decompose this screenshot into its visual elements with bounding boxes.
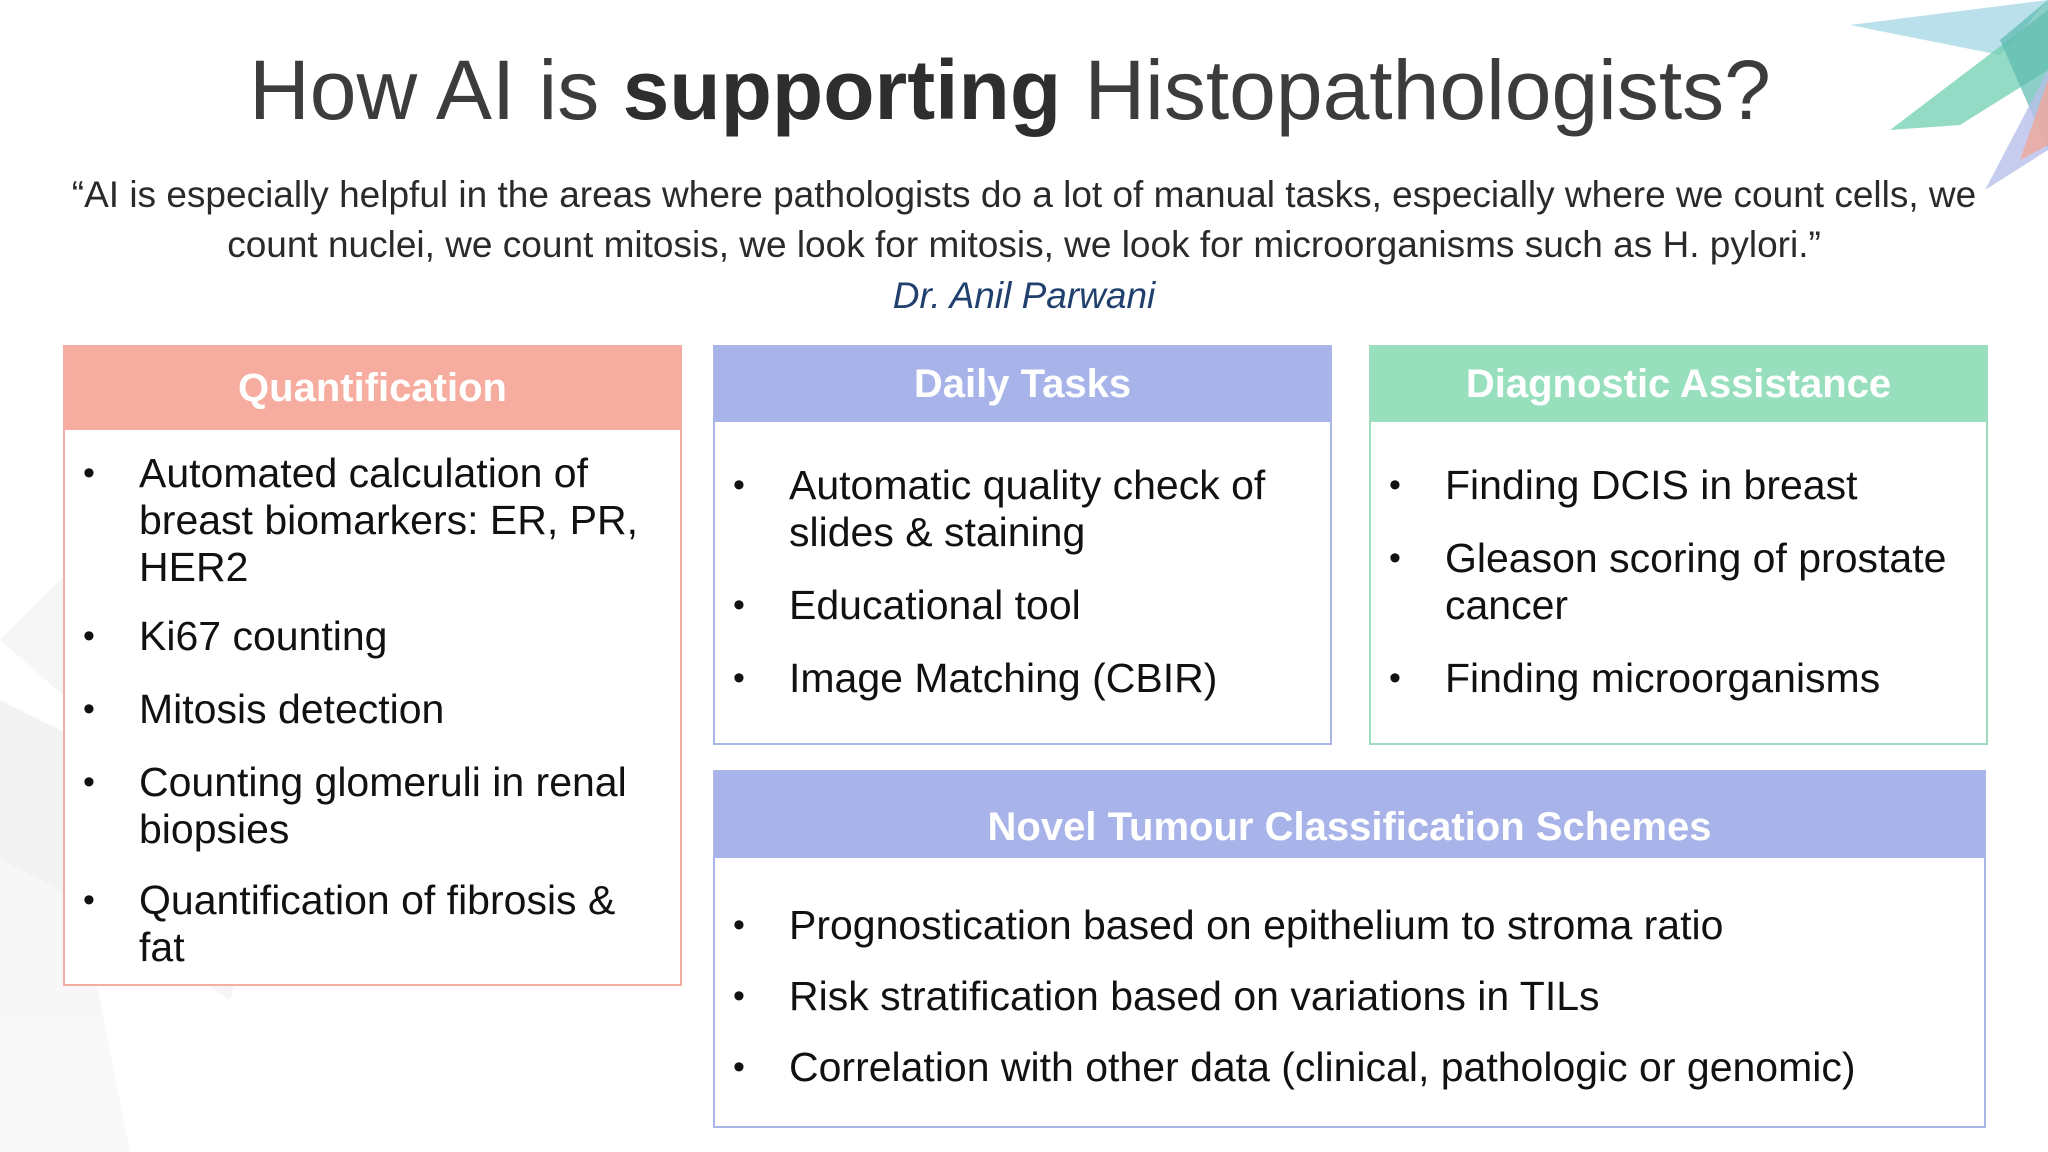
list-item: •Counting glomeruli in renal biopsies bbox=[83, 759, 627, 852]
quantification-box: Quantification •Automated calculation of… bbox=[63, 345, 682, 986]
novel-classification-heading: Novel Tumour Classification Schemes bbox=[715, 772, 1984, 858]
diagnostic-assistance-heading: Diagnostic Assistance bbox=[1371, 347, 1986, 422]
bullet-icon: • bbox=[733, 586, 745, 624]
novel-classification-list: •Prognostication based on epithelium to … bbox=[733, 902, 1949, 1091]
list-item: •Correlation with other data (clinical, … bbox=[733, 1044, 1856, 1090]
slide-title: How AI is supporting Histopathologists? bbox=[249, 43, 1771, 137]
list-item: •Automated calculation of breast biomark… bbox=[83, 450, 638, 590]
bullet-icon: • bbox=[1389, 659, 1401, 697]
bullet-icon: • bbox=[83, 617, 95, 655]
bullet-icon: • bbox=[733, 977, 745, 1015]
list-item: •Quantification of fibrosis & fat bbox=[83, 877, 616, 970]
bullet-icon: • bbox=[83, 763, 95, 801]
daily-tasks-heading: Daily Tasks bbox=[715, 347, 1330, 422]
novel-classification-box: Novel Tumour Classification Schemes •Pro… bbox=[713, 770, 1986, 1128]
bullet-icon: • bbox=[1389, 466, 1401, 504]
list-item: •Prognostication based on epithelium to … bbox=[733, 902, 1724, 948]
bullet-icon: • bbox=[83, 454, 95, 492]
bullet-icon: • bbox=[1389, 539, 1401, 577]
bullet-icon: • bbox=[733, 906, 745, 944]
list-item: •Automatic quality check of slides & sta… bbox=[733, 462, 1266, 555]
quantification-heading: Quantification bbox=[65, 347, 680, 430]
bullet-icon: • bbox=[733, 659, 745, 697]
list-item: •Image Matching (CBIR) bbox=[733, 655, 1218, 701]
list-item: •Educational tool bbox=[733, 582, 1081, 628]
quantification-list: •Automated calculation of breast biomark… bbox=[83, 450, 659, 971]
bullet-icon: • bbox=[83, 690, 95, 728]
list-item: •Ki67 counting bbox=[83, 613, 388, 659]
bullet-icon: • bbox=[83, 881, 95, 919]
diagnostic-assistance-box: Diagnostic Assistance •Finding DCIS in b… bbox=[1369, 345, 1988, 745]
list-item: •Finding DCIS in breast bbox=[1389, 462, 1858, 508]
daily-tasks-box: Daily Tasks •Automatic quality check of … bbox=[713, 345, 1332, 745]
list-item: •Mitosis detection bbox=[83, 686, 445, 732]
daily-tasks-list: •Automatic quality check of slides & sta… bbox=[733, 462, 1309, 702]
diagnostic-assistance-list: •Finding DCIS in breast •Gleason scoring… bbox=[1389, 462, 1965, 702]
list-item: •Gleason scoring of prostate cancer bbox=[1389, 535, 1947, 628]
list-item: •Finding microorganisms bbox=[1389, 655, 1881, 701]
bullet-icon: • bbox=[733, 466, 745, 504]
title-emphasis: supporting bbox=[622, 43, 1062, 137]
quote-author: Dr. Anil Parwani bbox=[892, 275, 1156, 316]
quote-text: “AI is especially helpful in the areas w… bbox=[71, 174, 1977, 265]
list-item: •Risk stratification based on variations… bbox=[733, 973, 1600, 1019]
bullet-icon: • bbox=[733, 1048, 745, 1086]
